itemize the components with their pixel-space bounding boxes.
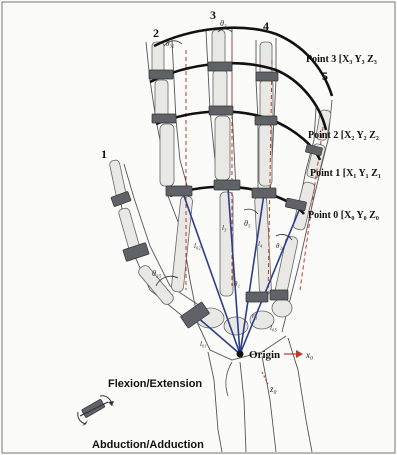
- angle-label-theta1: θ₁: [234, 280, 240, 288]
- origin-label: Origin: [249, 349, 280, 361]
- length-label-l4: l₄: [258, 240, 263, 248]
- length-label-l02: l₀₂: [194, 242, 201, 250]
- length-label-r3: r₃: [252, 312, 258, 320]
- point-2-label: Point 2 [X₂ Y₂ Z₂: [308, 130, 379, 141]
- finger-number-1: 1: [101, 147, 107, 161]
- angle-label-theta3: θ₃: [220, 19, 227, 28]
- point-0-label: Point 0 [X₀ Y₀ Z₀: [308, 210, 379, 221]
- length-label-l05: l₀₅: [270, 324, 277, 332]
- length-label-l01: l₀₁: [200, 340, 207, 348]
- arc-point-1: [156, 111, 320, 160]
- legend-abduction-label: Abduction/Adduction: [92, 439, 204, 451]
- angle-label-theta32: θ₃₂: [166, 40, 175, 48]
- z0-axis-label: z₀: [269, 384, 277, 394]
- finger-number-2: 2: [153, 26, 159, 40]
- length-label-l3: l₃: [222, 224, 227, 232]
- finger-number-5: 5: [322, 69, 328, 83]
- finger-number-3: 3: [210, 8, 216, 22]
- angle-label-theta35: θ₃₅: [152, 269, 162, 278]
- point-1-label: Point 1 [X₁ Y₁ Z₁: [310, 168, 381, 179]
- angle-label-theta24: θ₂₄: [276, 242, 285, 250]
- angle-label-theta5: θ₅: [244, 219, 251, 228]
- finger-number-4: 4: [263, 19, 269, 33]
- origin-point: [237, 351, 244, 358]
- x-axis-arrow-icon: [296, 350, 303, 358]
- point-3-label: Point 3 [X₃ Y₃ Z₃: [306, 54, 377, 65]
- legend-flexion-label: Flexion/Extension: [108, 378, 202, 390]
- rotation-legend-icon: [78, 396, 114, 426]
- x0-axis-label: x₀: [305, 350, 313, 360]
